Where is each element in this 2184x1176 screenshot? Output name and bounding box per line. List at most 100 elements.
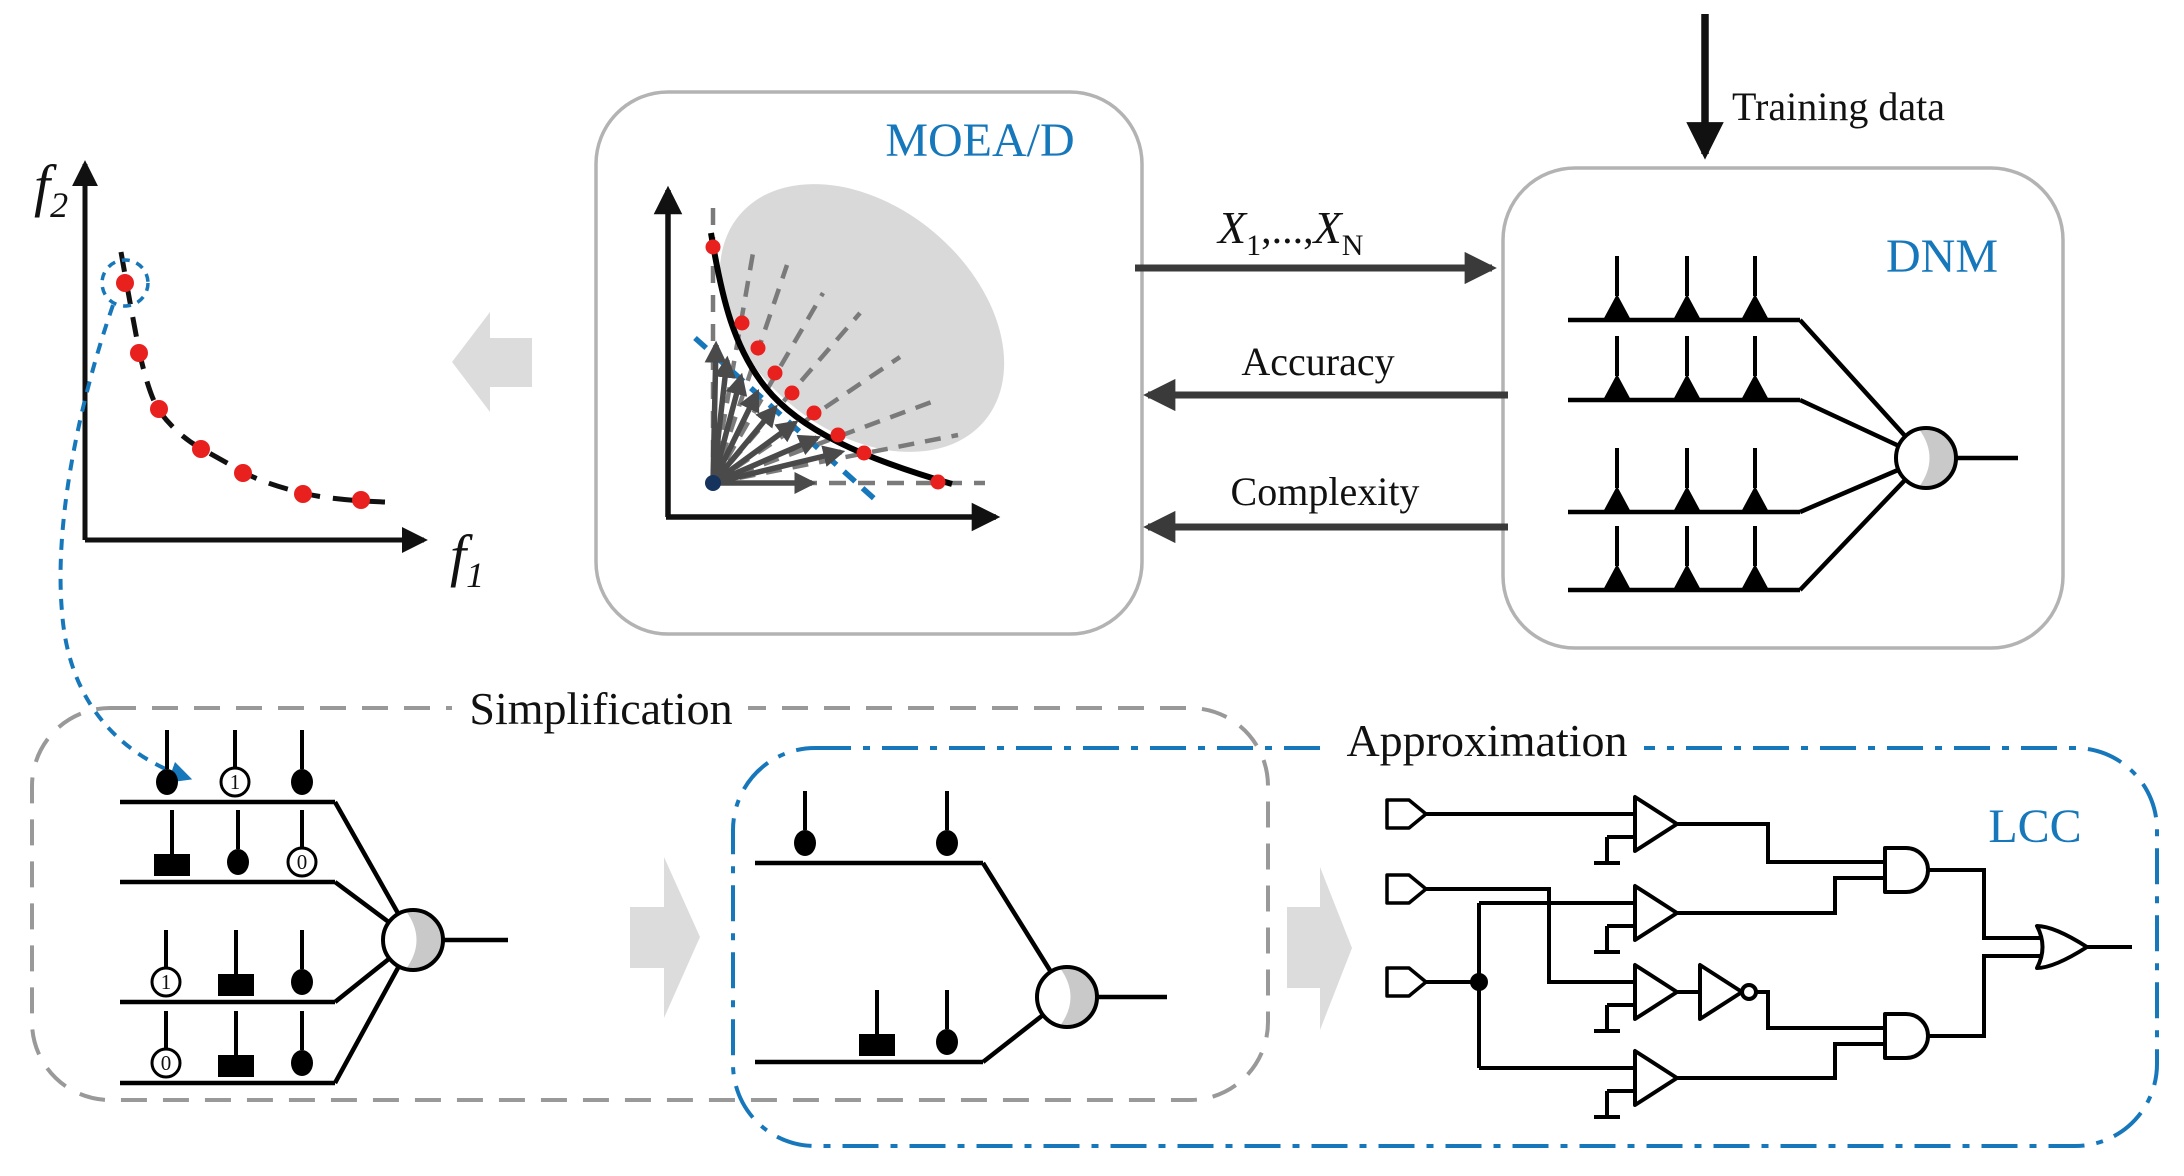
front-point	[705, 239, 721, 255]
pareto-point	[130, 344, 148, 362]
synapse-circle-icon	[792, 789, 818, 858]
moead-front-points	[705, 239, 946, 490]
synapse-circle-icon	[225, 808, 251, 877]
lcc-title: LCC	[1988, 800, 2081, 853]
ideal-point-dot	[705, 475, 721, 491]
synapse-digit: 0	[297, 850, 308, 874]
wire	[1928, 954, 2045, 1038]
synapse-circle-icon	[934, 988, 960, 1057]
solutions-label: X1,...,XN	[1216, 202, 1363, 262]
simplification-title: Simplification	[469, 683, 732, 734]
simplified-dendrites	[120, 799, 508, 1086]
training-data-label: Training data	[1732, 84, 1945, 129]
buffer-gate-icon	[1592, 795, 1679, 865]
synapse-square-icon	[216, 1009, 256, 1079]
weight-arrow	[710, 389, 760, 485]
inverter-gate-icon	[1698, 963, 1758, 1021]
front-point	[750, 340, 766, 356]
synapse-square-icon	[152, 808, 192, 878]
zoom-into-solution-arrow	[58, 304, 193, 783]
dendrite-to-soma	[981, 861, 1053, 974]
pareto-point	[352, 491, 370, 509]
dendrite-to-soma	[333, 964, 401, 1085]
weight-vector-arrows	[704, 340, 846, 494]
approximation-title: Approximation	[1346, 715, 1627, 766]
tangent-line	[693, 335, 880, 505]
and-gate-icon	[1883, 1012, 1930, 1060]
dnm-box	[1501, 166, 2065, 650]
pareto-points	[116, 274, 370, 509]
wire	[1928, 868, 2045, 940]
moead-panel: MOEA/D	[653, 114, 1075, 532]
junction-dot	[1470, 973, 1488, 991]
dnm-panel: DNM	[1568, 230, 2018, 593]
buffer-gate-icon	[1592, 963, 1679, 1033]
weight-arrow	[711, 434, 822, 486]
wire	[1677, 876, 1885, 915]
buffer-gate-icon	[1592, 884, 1679, 954]
dendrite-to-soma	[1799, 467, 1899, 515]
input-pin-icon	[1385, 966, 1428, 998]
front-point	[830, 427, 846, 443]
synapse-circle-icon	[289, 928, 315, 997]
pareto-point	[294, 485, 312, 503]
right-block-arrow-icon	[1287, 867, 1352, 1030]
right-block-arrow-icon	[630, 857, 700, 1018]
weight-arrow	[711, 420, 799, 486]
soma-icon	[381, 908, 446, 972]
pruned-dnm-panel	[755, 789, 1167, 1065]
lcc-panel: Approximation LCC	[1346, 715, 2132, 1119]
pareto-point	[234, 464, 252, 482]
synapse-digit: 0	[161, 1051, 172, 1075]
weight-arrow	[710, 355, 736, 484]
pareto-point	[150, 400, 168, 418]
dendrite-to-soma	[333, 880, 392, 925]
simplification-panel: Simplification 1 0 1 0	[120, 683, 733, 1086]
dendrite-to-soma	[1798, 478, 1907, 592]
synapse-square-icon	[216, 928, 256, 998]
simplified-synapses: 1 0 1 0	[150, 728, 318, 1079]
left-block-arrow-icon	[452, 312, 532, 412]
objective-space-ellipse	[719, 184, 1005, 452]
synapse-square-icon	[857, 988, 897, 1058]
moead-dnm-flows: X1,...,XN Accuracy Complexity	[1135, 202, 1508, 544]
approximation-label-backdrop	[1332, 714, 1644, 770]
front-point	[930, 474, 946, 490]
selected-solution-ring	[100, 258, 150, 308]
synapse-circle-icon	[154, 728, 180, 797]
accuracy-label: Accuracy	[1241, 339, 1394, 384]
pareto-point	[192, 440, 210, 458]
synapse-digit: 1	[230, 770, 241, 794]
front-point	[784, 385, 800, 401]
simplification-box	[30, 706, 1270, 1102]
wire	[1756, 990, 1885, 1030]
wire	[1677, 822, 1885, 864]
simplification-label-backdrop	[452, 682, 748, 736]
soma-icon	[1894, 426, 1959, 490]
pareto-curve	[118, 251, 386, 505]
weight-arrow	[710, 404, 778, 485]
front-point	[734, 315, 750, 331]
input-pin-icon	[1385, 798, 1428, 830]
pareto-front-curve	[708, 232, 953, 487]
synapse-circle-icon	[934, 789, 960, 858]
pareto-point	[116, 274, 134, 292]
f2-axis-label: f2	[34, 153, 68, 225]
and-gate-icon	[1883, 846, 1930, 894]
front-point	[767, 365, 783, 381]
dendrite-to-soma	[333, 956, 392, 1004]
dendrite-to-soma	[1799, 397, 1900, 449]
front-point	[806, 405, 822, 421]
synapse-circle-icon	[289, 728, 315, 797]
moead-title: MOEA/D	[885, 114, 1074, 167]
dendrite-to-soma	[1798, 318, 1908, 439]
complexity-label: Complexity	[1231, 469, 1420, 514]
synapse-circle-icon	[289, 1009, 315, 1078]
wire	[1426, 887, 1635, 984]
f1-axis-label: f1	[450, 523, 484, 595]
lcc-wires	[1426, 812, 2132, 1080]
or-gate-icon	[2035, 924, 2089, 970]
weight-arrow	[710, 372, 748, 484]
synapse-digit: 1	[161, 970, 172, 994]
